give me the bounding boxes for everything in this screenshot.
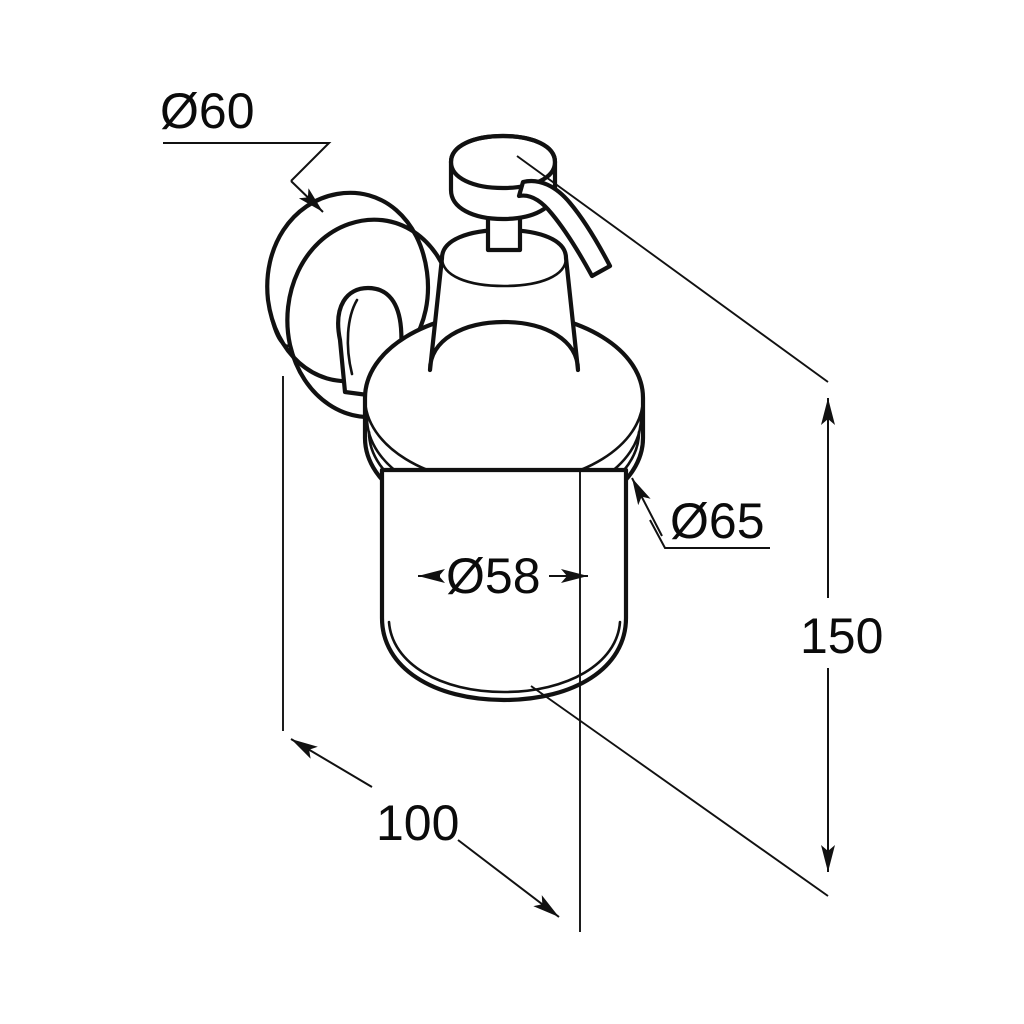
dimension-150-label: 150 [800,608,883,664]
spout [516,178,613,279]
dimension-150: 150 [516,155,883,897]
pump-head [448,133,558,222]
dimension-100-label: 100 [376,795,459,851]
dimension-d65: Ø65 [631,477,770,549]
dimension-d58-label: Ø58 [446,548,541,604]
dimension-100: 100 [282,376,581,932]
dimension-d65-label: Ø65 [670,493,765,549]
product-geometry [265,133,646,703]
dimension-d58: Ø58 [418,548,588,604]
dimension-d60: Ø60 [160,83,332,213]
pump-neck [427,227,581,373]
dimension-d60-label: Ø60 [160,83,255,139]
glass-container [379,467,629,703]
